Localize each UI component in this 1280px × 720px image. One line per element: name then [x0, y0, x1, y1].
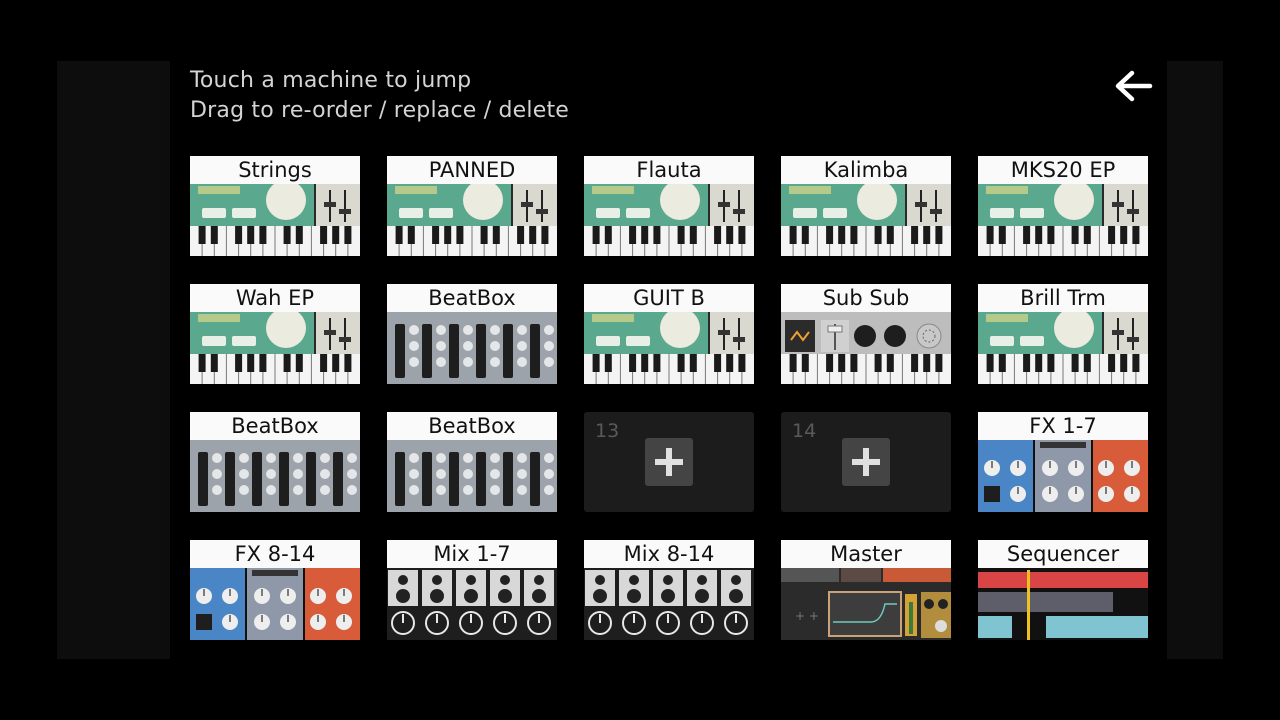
instruction-drag: Drag to re-order / replace / delete	[190, 98, 570, 123]
beatbox-machine-thumbnail	[387, 284, 557, 384]
machine-tile-sequencer[interactable]: Sequencer	[978, 540, 1148, 640]
machine-label: Mix 8-14	[584, 540, 754, 568]
machine-label: BeatBox	[387, 284, 557, 312]
machine-label: Sub Sub	[781, 284, 951, 312]
machine-tile-sub-sub[interactable]: Sub Sub	[781, 284, 951, 384]
machine-tile-beatbox[interactable]: BeatBox	[387, 284, 557, 384]
machine-tile-mix-1-7[interactable]: Mix 1-7	[387, 540, 557, 640]
machine-tile-strings[interactable]: Strings	[190, 156, 360, 256]
machine-label: MKS20 EP	[978, 156, 1148, 184]
slot-number: 13	[595, 420, 620, 442]
machine-tile-beatbox[interactable]: BeatBox	[387, 412, 557, 512]
machine-label: Strings	[190, 156, 360, 184]
svg-text:+ +: + +	[795, 609, 819, 623]
machine-label: GUIT B	[584, 284, 754, 312]
machine-tile-master[interactable]: + + Master	[781, 540, 951, 640]
machine-tile-beatbox[interactable]: BeatBox	[190, 412, 360, 512]
machine-label: Wah EP	[190, 284, 360, 312]
machine-label: BeatBox	[387, 412, 557, 440]
machine-label: Brill Trm	[978, 284, 1148, 312]
instruction-touch: Touch a machine to jump	[190, 68, 472, 93]
machine-label: PANNED	[387, 156, 557, 184]
machine-tile-wah-ep[interactable]: Wah EP	[190, 284, 360, 384]
add-machine-button[interactable]	[645, 438, 693, 486]
machine-label: BeatBox	[190, 412, 360, 440]
machine-label: FX 1-7	[978, 412, 1148, 440]
machine-tile-panned[interactable]: PANNED	[387, 156, 557, 256]
machine-tile-fx-1-7[interactable]: FX 1-7	[978, 412, 1148, 512]
machine-label: Flauta	[584, 156, 754, 184]
plus-icon	[655, 448, 683, 476]
machine-tile-kalimba[interactable]: Kalimba	[781, 156, 951, 256]
arrow-left-icon	[1115, 70, 1153, 102]
slot-number: 14	[792, 420, 817, 442]
machine-label: Kalimba	[781, 156, 951, 184]
add-machine-button[interactable]	[842, 438, 890, 486]
machine-label: FX 8-14	[190, 540, 360, 568]
machine-tile-mix-8-14[interactable]: Mix 8-14	[584, 540, 754, 640]
plus-icon	[852, 448, 880, 476]
right-side-panel	[1167, 61, 1223, 659]
left-side-panel	[57, 61, 170, 659]
machine-tile-mks20-ep[interactable]: MKS20 EP	[978, 156, 1148, 256]
machine-tile-guit-b[interactable]: GUIT B	[584, 284, 754, 384]
machine-tile-brill-trm[interactable]: Brill Trm	[978, 284, 1148, 384]
machine-tile-flauta[interactable]: Flauta	[584, 156, 754, 256]
empty-slot-13[interactable]: 13	[584, 412, 754, 512]
machine-label: Sequencer	[978, 540, 1148, 568]
machine-tile-fx-8-14[interactable]: FX 8-14	[190, 540, 360, 640]
synth-machine-thumbnail	[190, 284, 360, 384]
machine-label: Master	[781, 540, 951, 568]
back-button[interactable]	[1112, 68, 1154, 104]
empty-slot-14[interactable]: 14	[781, 412, 951, 512]
machine-label: Mix 1-7	[387, 540, 557, 568]
